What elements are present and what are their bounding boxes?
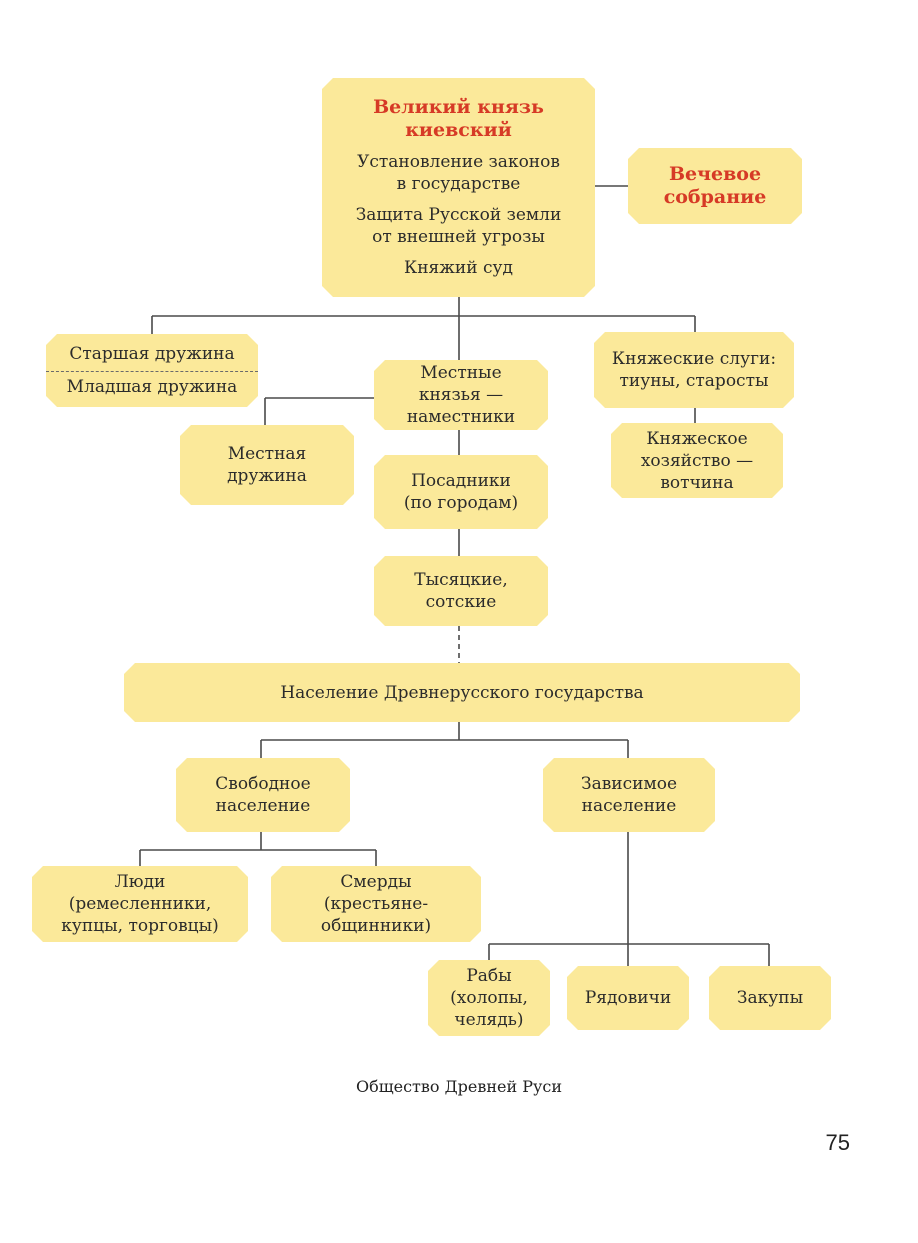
zakupy-box: Закупы xyxy=(709,966,831,1030)
grand-prince-title: Великий князь киевский xyxy=(373,96,544,141)
veche-box: Вечевое собрание xyxy=(628,148,802,224)
function-defense: Защита Русской земли от внешней угрозы xyxy=(355,205,562,247)
tysyatskie-label: Тысяцкие, сотские xyxy=(414,570,508,612)
raby-label: Рабы (холопы, челядь) xyxy=(450,966,528,1030)
smerdy-box: Смерды (крестьяне- общинники) xyxy=(271,866,481,942)
population-label: Население Древнерусского государства xyxy=(280,682,644,703)
free-population-label: Свободное население xyxy=(215,774,311,816)
tysyatskie-box: Тысяцкие, сотские xyxy=(374,556,548,626)
druzhina-divider xyxy=(46,371,258,372)
dependent-population-box: Зависимое население xyxy=(543,758,715,832)
free-population-box: Свободное население xyxy=(176,758,350,832)
junior-druzhina-label: Младшая дружина xyxy=(66,377,238,397)
page-number: 75 xyxy=(825,1130,850,1155)
figure-caption: Общество Древней Руси xyxy=(355,1077,563,1096)
local-druzhina-box: Местная дружина xyxy=(180,425,354,505)
ryadovichi-label: Рядовичи xyxy=(584,988,672,1008)
druzhina-box: Старшая дружина Младшая дружина xyxy=(46,334,258,407)
senior-druzhina-label: Старшая дружина xyxy=(69,344,235,364)
posadniki-label: Посадники (по городам) xyxy=(403,471,519,513)
function-court: Княжий суд xyxy=(404,258,513,278)
function-lawmaking: Установление законов в государстве xyxy=(357,152,560,194)
prince-servants-box: Княжеские слуги: тиуны, старосты xyxy=(594,332,794,408)
local-druzhina-label: Местная дружина xyxy=(227,444,307,486)
grand-prince-box: Великий князь киевский Установление зако… xyxy=(322,78,595,297)
local-princes-box: Местные князья — наместники xyxy=(374,360,548,430)
votchina-box: Княжеское хозяйство — вотчина xyxy=(611,423,783,498)
votchina-label: Княжеское хозяйство — вотчина xyxy=(640,428,754,493)
dependent-population-label: Зависимое население xyxy=(581,774,677,816)
zakupy-label: Закупы xyxy=(736,988,804,1008)
smerdy-label: Смерды (крестьяне- общинники) xyxy=(320,872,432,936)
raby-box: Рабы (холопы, челядь) xyxy=(428,960,550,1036)
lyudi-box: Люди (ремесленники, купцы, торговцы) xyxy=(32,866,248,942)
local-princes-label: Местные князья — наместники xyxy=(406,363,516,427)
lyudi-label: Люди (ремесленники, купцы, торговцы) xyxy=(61,872,219,936)
veche-label: Вечевое собрание xyxy=(663,163,767,208)
ryadovichi-box: Рядовичи xyxy=(567,966,689,1030)
posadniki-box: Посадники (по городам) xyxy=(374,455,548,529)
prince-servants-label: Княжеские слуги: тиуны, старосты xyxy=(611,349,777,391)
population-box: Население Древнерусского государства xyxy=(124,663,800,722)
